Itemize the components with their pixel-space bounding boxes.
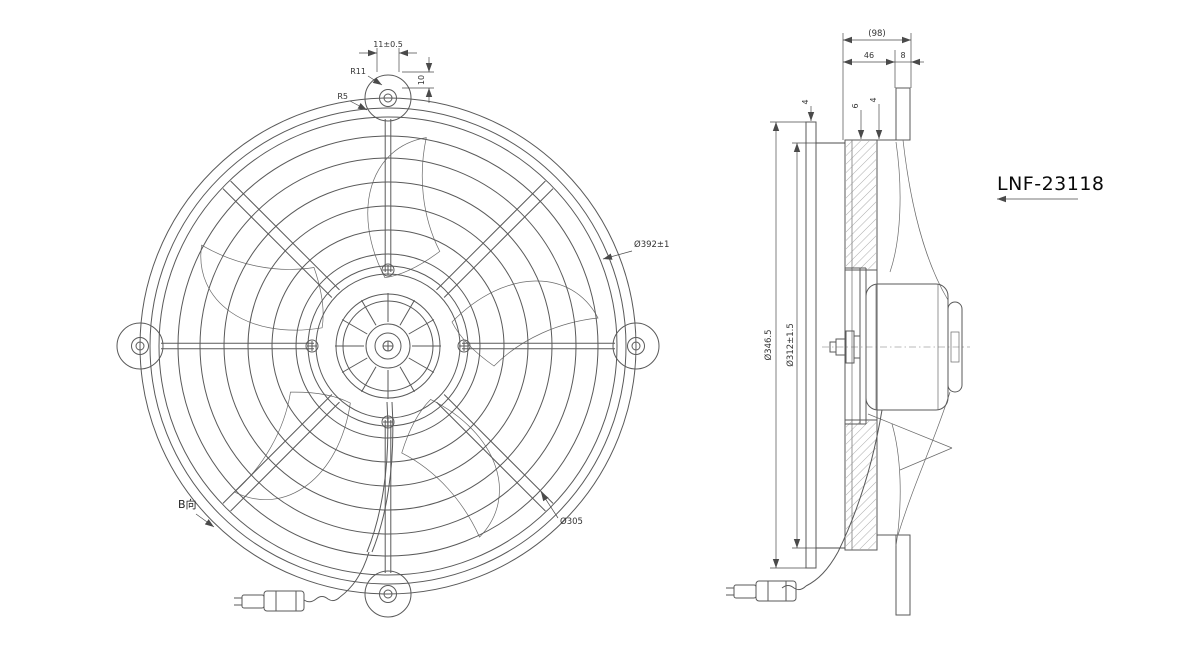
wire <box>366 401 389 553</box>
dim-label-rib-depth: 6 <box>851 103 860 108</box>
mounting-plate-rim <box>139 97 637 595</box>
blade-profile <box>902 139 949 301</box>
dim-label-wall-thickness: 4 <box>869 97 878 102</box>
part-number: LNF-23118 <box>997 173 1105 195</box>
shroud-section <box>844 139 878 551</box>
fan-blade <box>345 125 473 292</box>
wire <box>339 551 370 598</box>
blade-profile <box>891 423 901 547</box>
grille-spoke <box>160 342 315 350</box>
blade-profile <box>889 141 901 273</box>
shroud-plate <box>116 74 660 618</box>
flange-bottom-section <box>895 534 911 616</box>
hub-screw <box>381 263 395 277</box>
side-lead-wire <box>726 409 883 602</box>
leader-line <box>349 100 368 111</box>
motor-body <box>865 283 949 411</box>
connector-housing <box>755 580 797 602</box>
flange-top-section <box>895 87 911 141</box>
grille-ring <box>177 135 599 557</box>
dim-label-r11: R11 <box>350 67 366 76</box>
grille-ring <box>247 205 529 487</box>
shroud-hatch-bottom <box>846 421 876 549</box>
leader-line <box>602 250 633 260</box>
shroud-ring-inner <box>158 116 618 576</box>
hub-screw <box>305 339 319 353</box>
motor-hub <box>305 263 471 429</box>
motor-end-detail <box>950 331 960 363</box>
wire <box>837 409 883 553</box>
side-view <box>726 87 970 616</box>
grille-rings <box>177 135 599 557</box>
grille-spoke <box>461 342 616 350</box>
grille-ring <box>199 157 577 535</box>
support-arm <box>222 394 340 512</box>
dim-label-overall-depth: (98) <box>868 29 885 39</box>
grille-ring <box>271 229 505 463</box>
grille-spoke <box>384 118 392 273</box>
blade-edge <box>899 447 953 471</box>
dim-label-flange-thickness: 8 <box>900 51 905 60</box>
dim-label-shroud-depth: 46 <box>864 51 874 60</box>
front-view <box>116 74 660 618</box>
connector-housing <box>263 590 305 612</box>
side-view-dimensions: (98) 46 8 4 6 4 Ø346.5 Ø312±1.5 <box>763 29 924 569</box>
dim-label-ring-diameter: Ø305 <box>560 516 583 527</box>
hub-boss <box>365 323 411 369</box>
wire-loom <box>303 596 341 603</box>
dim-label-r5: R5 <box>337 92 348 101</box>
hub-screw <box>457 339 471 353</box>
dim-label-plate-thickness: 4 <box>801 99 810 104</box>
dim-label-mount-diameter: Ø312±1.5 <box>785 323 796 367</box>
leader-line <box>367 75 383 86</box>
wire <box>371 401 394 553</box>
blade-profile <box>897 391 951 536</box>
view-direction-arrow <box>195 513 215 528</box>
grille-ring <box>223 181 553 511</box>
wire <box>805 551 839 587</box>
shroud-hatch-top <box>846 141 876 269</box>
front-view-dimensions: 11±0.5 10 R11 R5 Ø392±1 Ø305 B向 <box>178 40 669 528</box>
support-arm <box>436 180 554 298</box>
connector-plug <box>733 584 757 599</box>
support-arm <box>222 180 340 298</box>
support-arm <box>436 394 554 512</box>
motor-end-cap <box>947 301 963 393</box>
view-direction-label: B向 <box>178 497 197 511</box>
mounting-plate-section <box>805 121 817 569</box>
shaft-spacer <box>853 335 861 359</box>
fan-blade <box>205 366 375 523</box>
dim-label-tab-height: 10 <box>417 75 426 85</box>
connector-plug <box>241 594 265 609</box>
shaft-hole <box>374 332 402 360</box>
dim-label-tab-width: 11±0.5 <box>373 40 403 49</box>
dim-label-outer-diameter: Ø346.5 <box>763 329 774 360</box>
shroud-ring-outer <box>149 107 627 585</box>
dim-label-grille-diameter: Ø392±1 <box>634 239 669 250</box>
front-lead-wire <box>234 401 394 612</box>
leader-line <box>540 491 559 519</box>
blade-edge <box>867 413 953 449</box>
